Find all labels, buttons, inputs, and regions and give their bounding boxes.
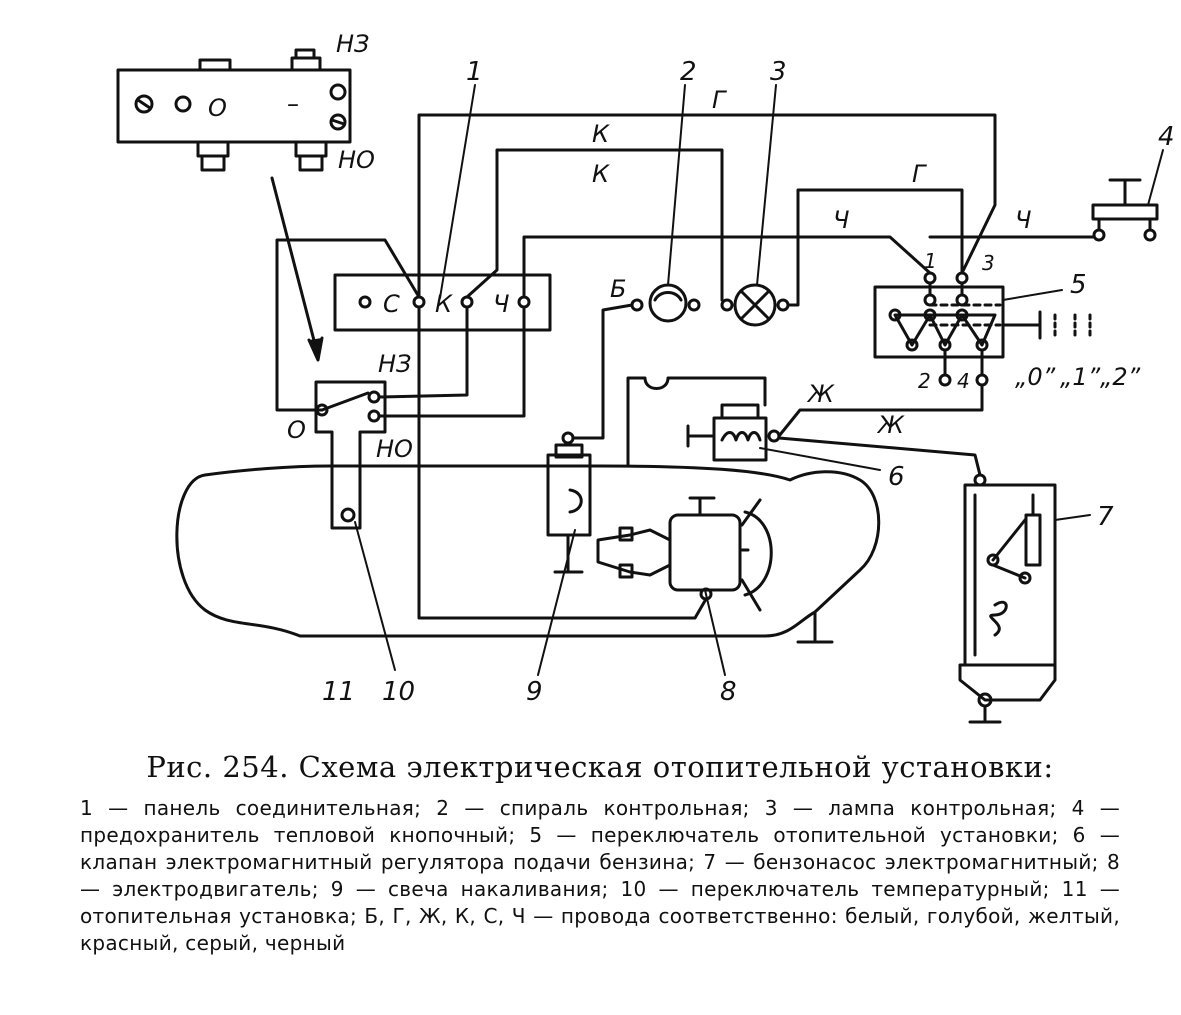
- wire-label-g-top: Г: [712, 86, 727, 114]
- fuel-pump: [958, 473, 1057, 724]
- switch5-terminal-2: 2: [918, 369, 931, 393]
- wire-label-zh-1: Ж: [806, 380, 835, 408]
- label-1: 1: [466, 57, 483, 87]
- label-4: 4: [1158, 122, 1175, 152]
- glow-plug: [546, 431, 592, 574]
- wires: [275, 113, 1096, 620]
- wire-label-ch-2: Ч: [1015, 206, 1031, 234]
- heater-body: [175, 464, 881, 638]
- switch5-terminal-3: 3: [982, 251, 995, 275]
- detail-o-label: О: [208, 94, 227, 122]
- detail-arrow: [270, 176, 320, 358]
- label-10: 10: [382, 677, 415, 707]
- wire-label-g-2: Г: [912, 160, 927, 188]
- temperature-switch: [314, 380, 387, 530]
- label-6: 6: [888, 462, 905, 492]
- detail-minus-label: –: [287, 90, 299, 118]
- switch5-terminal-4: 4: [957, 369, 970, 393]
- figure-caption-text: 1 — панель соединительная; 2 — спираль к…: [80, 796, 1120, 955]
- solenoid-valve: [626, 376, 781, 468]
- switch10-o-label: О: [287, 416, 306, 444]
- heater-switch: [873, 271, 1092, 387]
- panel-terminal-s: С: [383, 290, 400, 318]
- temperature-switch-detail: [116, 48, 352, 172]
- wire-label-zh-2: Ж: [876, 411, 905, 439]
- diagram-labels: 1 2 3 4 5 6 7 8 9 10 11 Г К К Г Ч Ч Б Ж …: [208, 30, 1175, 707]
- wire-label-k-1: К: [592, 120, 610, 148]
- connector-panel: [333, 273, 552, 332]
- panel-terminal-ch: Ч: [493, 290, 509, 318]
- switch5-terminal-1: 1: [924, 249, 937, 273]
- label-7: 7: [1097, 502, 1114, 532]
- thermal-fuse-button: [1091, 178, 1159, 242]
- switch5-position-2: „2”: [1100, 363, 1141, 391]
- figure-caption-title: Рис. 254. Схема электрическая отопительн…: [146, 750, 1054, 784]
- label-11: 11: [322, 677, 355, 707]
- control-lamp: [720, 283, 790, 327]
- label-2: 2: [680, 57, 697, 87]
- label-3: 3: [770, 57, 787, 87]
- label-8: 8: [720, 677, 737, 707]
- detail-nz-label: НЗ: [336, 30, 369, 58]
- wire-label-k-2: К: [592, 160, 610, 188]
- electric-motor: [596, 496, 773, 612]
- switch10-nz-label: НЗ: [378, 350, 411, 378]
- panel-terminal-k: К: [435, 290, 453, 318]
- detail-no-label: НО: [338, 146, 375, 174]
- label-9: 9: [526, 677, 543, 707]
- control-spiral: [630, 283, 701, 323]
- switch5-position-1: „1”: [1060, 363, 1101, 391]
- wire-label-b: Б: [610, 275, 626, 303]
- wire-label-ch-1: Ч: [833, 206, 849, 234]
- switch10-no-label: НО: [376, 435, 413, 463]
- leader-lines: [354, 84, 1164, 676]
- label-5: 5: [1070, 270, 1087, 300]
- switch5-position-0: „0”: [1015, 363, 1056, 391]
